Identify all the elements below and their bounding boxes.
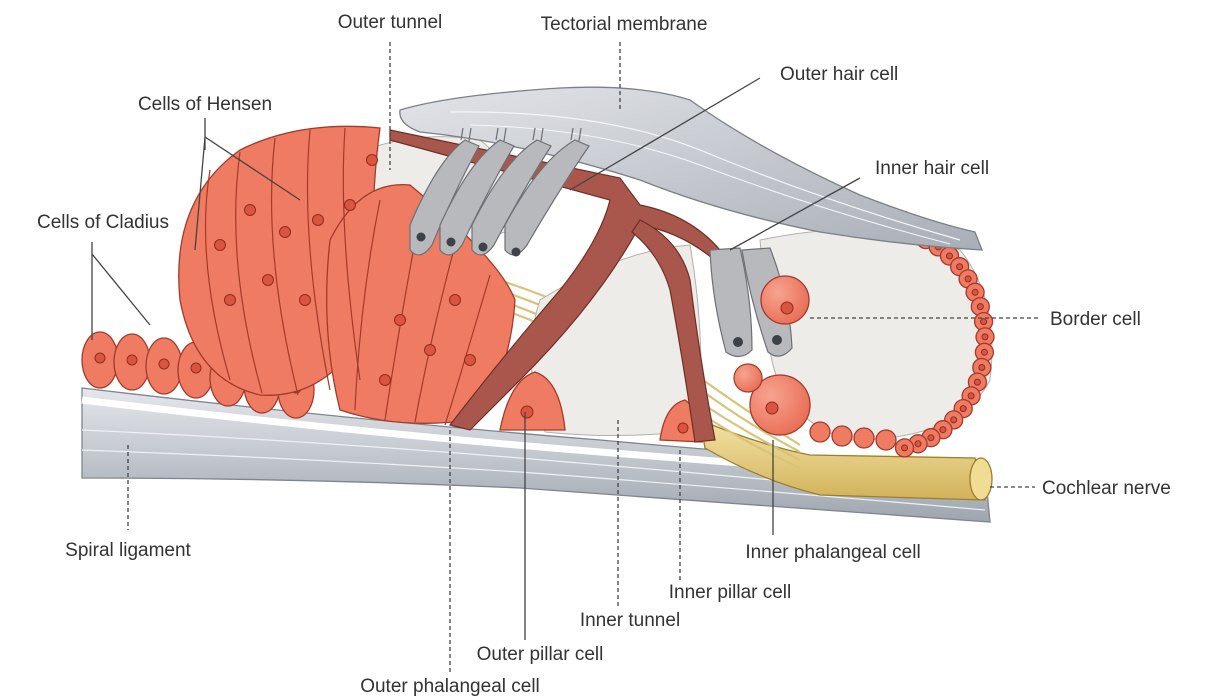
- outer-hair-cell-nucleus: [417, 233, 426, 242]
- border-ring-cell-nucleus: [982, 334, 988, 340]
- border-ring-cell-nucleus: [981, 319, 987, 325]
- cladius-cell-nucleus: [191, 363, 201, 373]
- border-ring-cell: [876, 430, 896, 450]
- hensen-nucleus: [450, 295, 461, 306]
- border-ring-cell-nucleus: [981, 349, 987, 355]
- border-ring-cell-nucleus: [947, 253, 953, 259]
- border-ring-cell: [832, 426, 852, 446]
- label-cells-of-hensen: Cells of Hensen: [138, 94, 272, 115]
- border-ring-cell: [810, 422, 830, 442]
- hensen-nucleus: [465, 355, 476, 366]
- border-ring-cell-nucleus: [965, 276, 971, 282]
- cladius-cell-nucleus: [127, 355, 137, 365]
- border-ring-cell-nucleus: [957, 264, 963, 270]
- label-outer-tunnel: Outer tunnel: [338, 12, 443, 33]
- outer-hair-cell-nucleus: [479, 243, 488, 252]
- label-cells-of-cladius: Cells of Cladius: [37, 212, 169, 233]
- border-ring-cell-nucleus: [928, 435, 934, 441]
- hensen-nucleus: [425, 345, 436, 356]
- label-border-cell: Border cell: [1050, 309, 1141, 330]
- border-ring-cell-nucleus: [977, 304, 983, 310]
- outer-hair-cell-nucleus: [512, 248, 521, 257]
- hensen-nucleus: [300, 295, 311, 306]
- cladius-cell-nucleus: [159, 359, 169, 369]
- border-ring-cell: [854, 428, 874, 448]
- label-outer-pillar-cell: Outer pillar cell: [477, 644, 604, 665]
- label-outer-hair-cell: Outer hair cell: [780, 64, 898, 85]
- border-ring-cell-nucleus: [968, 393, 974, 399]
- hensen-nucleus: [313, 215, 324, 226]
- hensen-nucleus: [345, 200, 356, 211]
- label-outer-phalangeal-cell: Outer phalangeal cell: [360, 676, 540, 697]
- hensen-nucleus: [280, 227, 291, 238]
- label-cochlear-nerve: Cochlear nerve: [1042, 478, 1171, 499]
- label-tectorial-membrane: Tectorial membrane: [541, 14, 708, 35]
- label-inner-pillar-cell: Inner pillar cell: [669, 582, 792, 603]
- border-cell: [761, 276, 809, 324]
- border-ring-cell-nucleus: [915, 441, 921, 447]
- outer-hair-cell-nucleus: [447, 238, 456, 247]
- hensen-nucleus: [263, 275, 274, 286]
- hensen-nucleus: [395, 315, 406, 326]
- border-ring-cell-nucleus: [979, 365, 985, 371]
- border-ring-cell-nucleus: [902, 445, 908, 451]
- border-ring-cell-nucleus: [972, 289, 978, 295]
- label-inner-hair-cell: Inner hair cell: [875, 158, 989, 179]
- hensen-nucleus: [367, 155, 378, 166]
- label-inner-tunnel: Inner tunnel: [580, 610, 680, 631]
- label-inner-phalangeal-cell: Inner phalangeal cell: [745, 542, 920, 563]
- label-spiral-ligament: Spiral ligament: [65, 540, 191, 561]
- cladius-cell-nucleus: [95, 353, 105, 363]
- hensen-nucleus: [245, 205, 256, 216]
- border-ring-cell-nucleus: [951, 417, 957, 423]
- hensen-nucleus: [380, 375, 391, 386]
- hensen-nucleus: [225, 295, 236, 306]
- border-ring-cell-nucleus: [960, 406, 966, 412]
- border-ring-cell-nucleus: [940, 427, 946, 433]
- hensen-nucleus: [215, 240, 226, 251]
- border-ring-cell-nucleus: [974, 379, 980, 385]
